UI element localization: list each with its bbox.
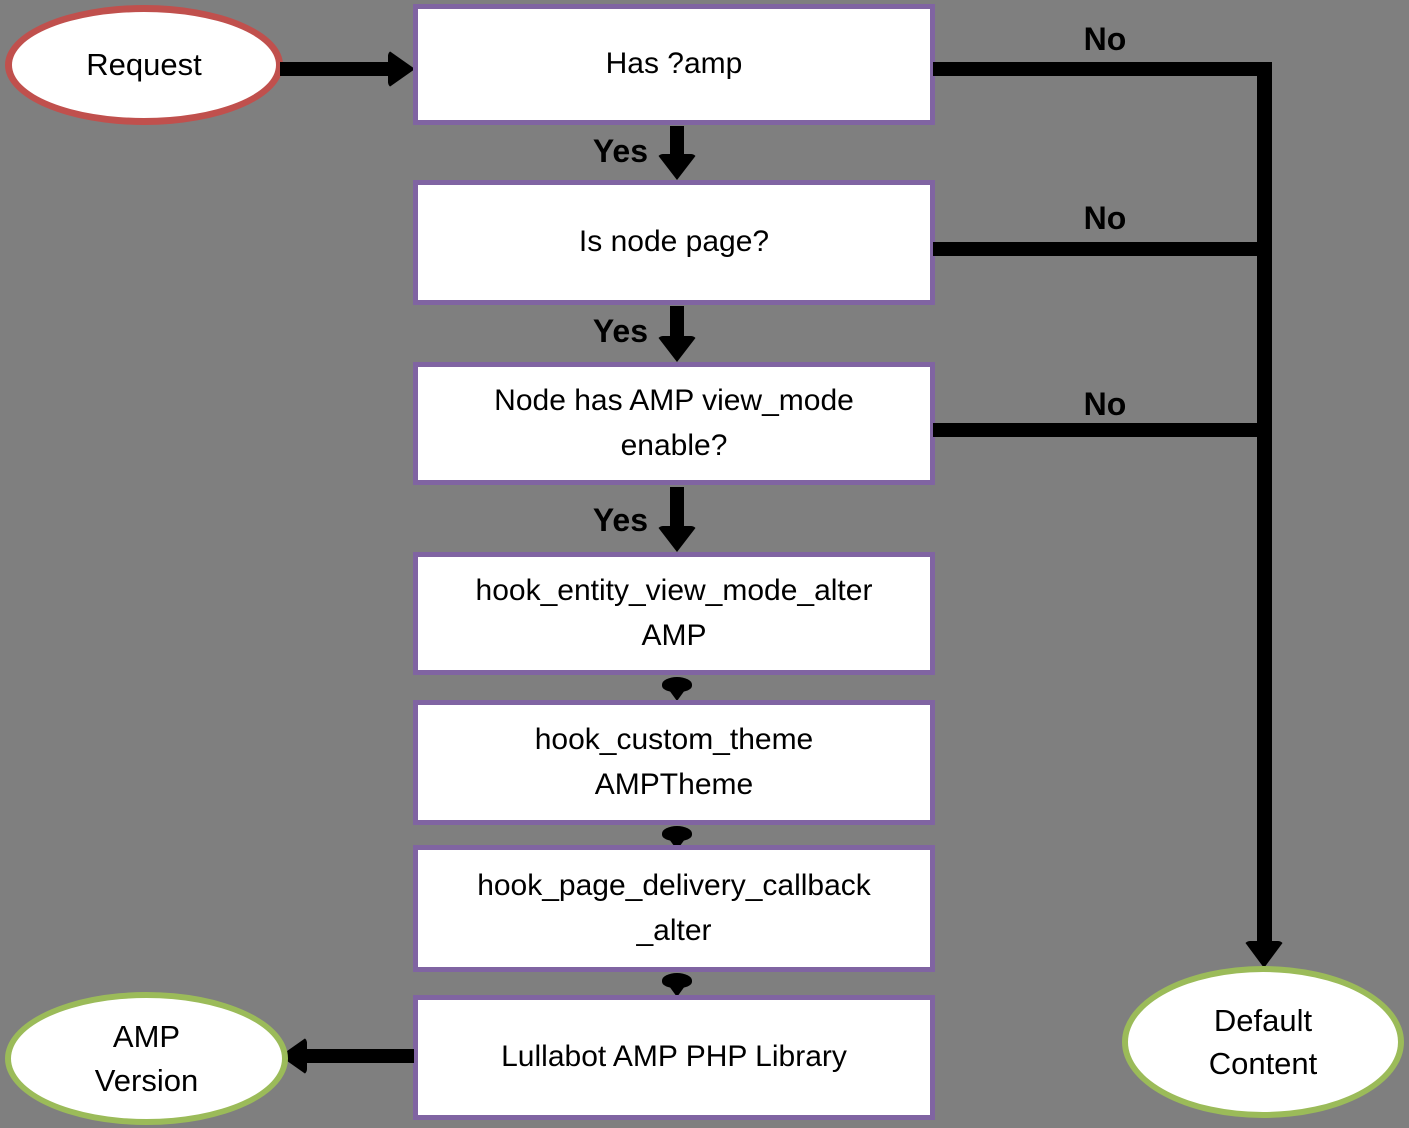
yes-arrow-1-head: [657, 154, 697, 180]
yes-arrow-2-head: [657, 336, 697, 362]
amp-version-label-line1: AMP: [112, 1019, 181, 1055]
no-line-1: [933, 62, 1272, 76]
process-box-hook-entity-view-mode-alter: hook_entity_view_mode_alter AMP: [413, 552, 935, 675]
process-box-lullabot-amp-php-library: Lullabot AMP PHP Library: [413, 995, 935, 1120]
box-label: Lullabot AMP PHP Library: [501, 1040, 847, 1074]
arrow-request-to-hasamp-line: [280, 62, 395, 76]
yes-arrow-1-stem: [670, 126, 684, 158]
yes-arrow-2-stem: [670, 306, 684, 338]
yes-arrow-3-stem: [670, 487, 684, 529]
box-label: Is node page?: [578, 225, 770, 259]
connector-arrow-1-head: [662, 677, 692, 692]
box-label-line2: enable?: [620, 428, 728, 462]
no-trunk-arrowhead: [1244, 941, 1284, 968]
amp-version-label-line2: Version: [94, 1062, 199, 1098]
request-label: Request: [86, 47, 202, 83]
box-label-line1: Node has AMP view_mode: [494, 384, 854, 418]
process-box-has-amp: Has ?amp: [413, 4, 935, 125]
edge-label-no-1: No: [1083, 21, 1127, 57]
box-label-line2: _alter: [636, 913, 712, 947]
box-label-line1: hook_entity_view_mode_alter: [475, 574, 873, 608]
process-box-hook-custom-theme: hook_custom_theme AMPTheme: [413, 700, 935, 825]
yes-arrow-3-head: [657, 526, 697, 552]
arrow-request-to-hasamp-head: [388, 50, 415, 88]
end-ellipse-default-content: Default Content: [1122, 966, 1404, 1118]
no-trunk-line: [1257, 62, 1272, 944]
connector-arrow-3-point: [669, 986, 685, 997]
default-content-label-line2: Content: [1208, 1046, 1318, 1081]
no-line-3: [933, 423, 1272, 437]
box-label-line1: hook_page_delivery_callback: [477, 869, 871, 903]
edge-label-no-2: No: [1083, 200, 1127, 236]
process-box-hook-page-delivery-callback-alter: hook_page_delivery_callback _alter: [413, 845, 935, 972]
end-ellipse-amp-version: AMP Version: [5, 992, 288, 1125]
edge-label-yes-3: Yes: [592, 502, 648, 538]
connector-arrow-2-head: [662, 826, 692, 841]
arrow-library-to-ampversion-line: [302, 1049, 414, 1063]
process-box-is-node-page: Is node page?: [413, 180, 935, 305]
connector-arrow-1-point: [669, 690, 685, 701]
box-label: Has ?amp: [605, 47, 743, 81]
connector-arrow-2-point: [669, 839, 685, 850]
no-line-2: [933, 242, 1272, 256]
default-content-label-line1: Default: [1213, 1002, 1313, 1038]
box-label-line2: AMPTheme: [594, 767, 754, 801]
box-label-line2: AMP: [641, 618, 707, 652]
connector-arrow-3-head: [662, 973, 692, 988]
edge-label-yes-2: Yes: [592, 313, 648, 349]
edge-label-no-3: No: [1083, 386, 1127, 422]
edge-label-yes-1: Yes: [592, 133, 648, 169]
box-label-line1: hook_custom_theme: [534, 723, 814, 757]
process-box-node-has-amp-view-mode: Node has AMP view_mode enable?: [413, 362, 935, 485]
start-ellipse-request: Request: [5, 5, 283, 125]
